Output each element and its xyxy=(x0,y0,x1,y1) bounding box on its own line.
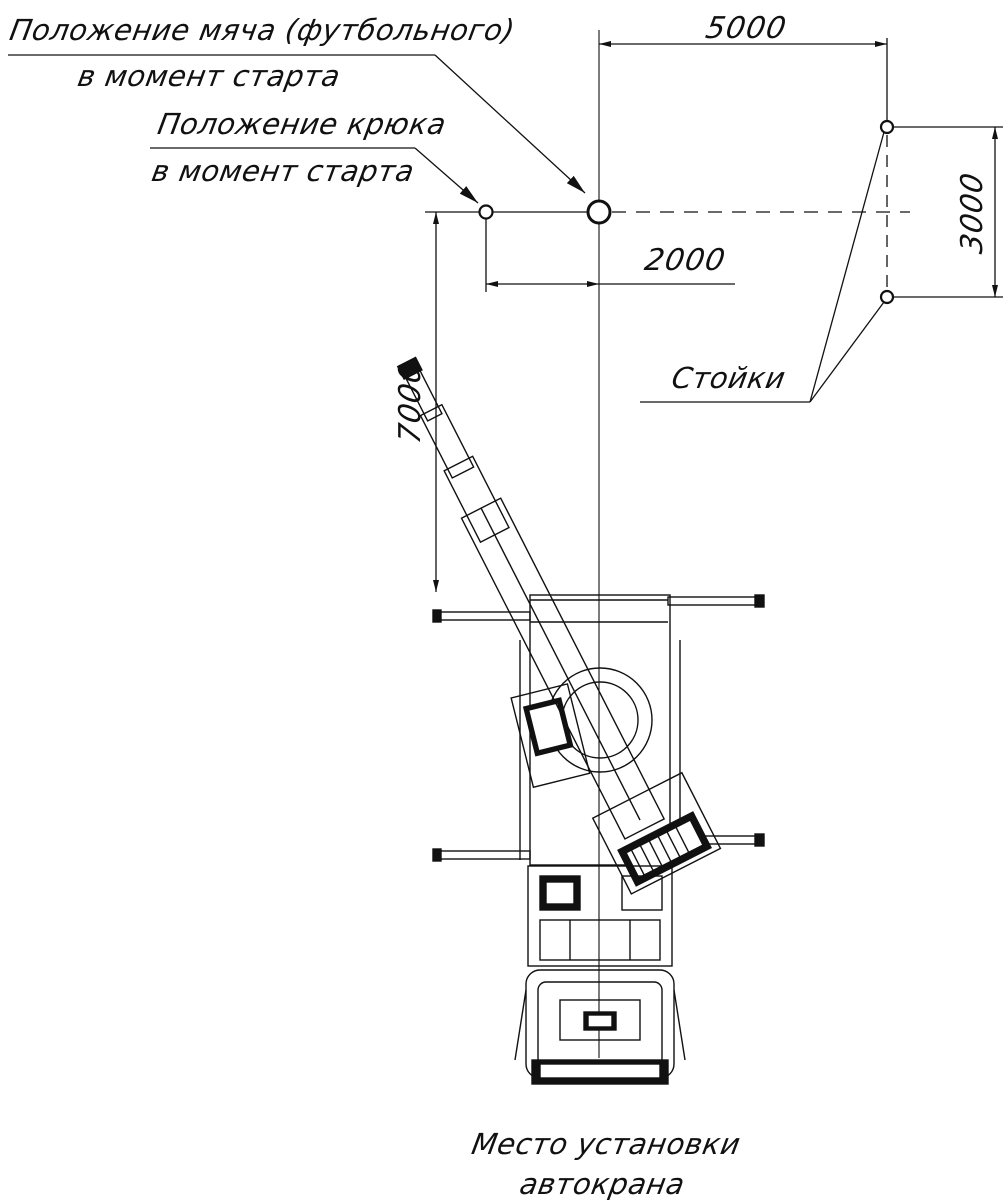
posts-leader-bottom xyxy=(809,301,885,403)
dimension-7000: 7000 xyxy=(393,359,429,447)
dimension-2000: 2000 xyxy=(642,243,729,278)
dimension-3000: 3000 xyxy=(955,169,991,257)
crane-placement-label-line2: автокрана xyxy=(517,1167,688,1201)
dimension-5000: 5000 xyxy=(703,11,790,46)
crane-truck-drawing xyxy=(396,356,765,1085)
ball-position-marker xyxy=(586,199,612,225)
ball-position-label-line2: в момент старта xyxy=(75,59,343,93)
hook-position-marker xyxy=(478,204,494,220)
hook-position-label-line1: Положение крюка xyxy=(155,107,449,141)
hook-position-label-line2: в момент старта xyxy=(149,154,417,188)
crane-placement-label-line1: Место установки xyxy=(469,1127,744,1161)
posts-label: Стойки xyxy=(669,361,789,395)
posts-leader-top xyxy=(809,131,885,403)
hook-leader-line xyxy=(414,147,479,204)
post-top-marker xyxy=(879,119,895,135)
ball-position-label-line1: Положение мяча (футбольного) xyxy=(7,13,518,47)
post-bottom-marker xyxy=(879,289,895,305)
ball-leader-line xyxy=(434,54,586,194)
